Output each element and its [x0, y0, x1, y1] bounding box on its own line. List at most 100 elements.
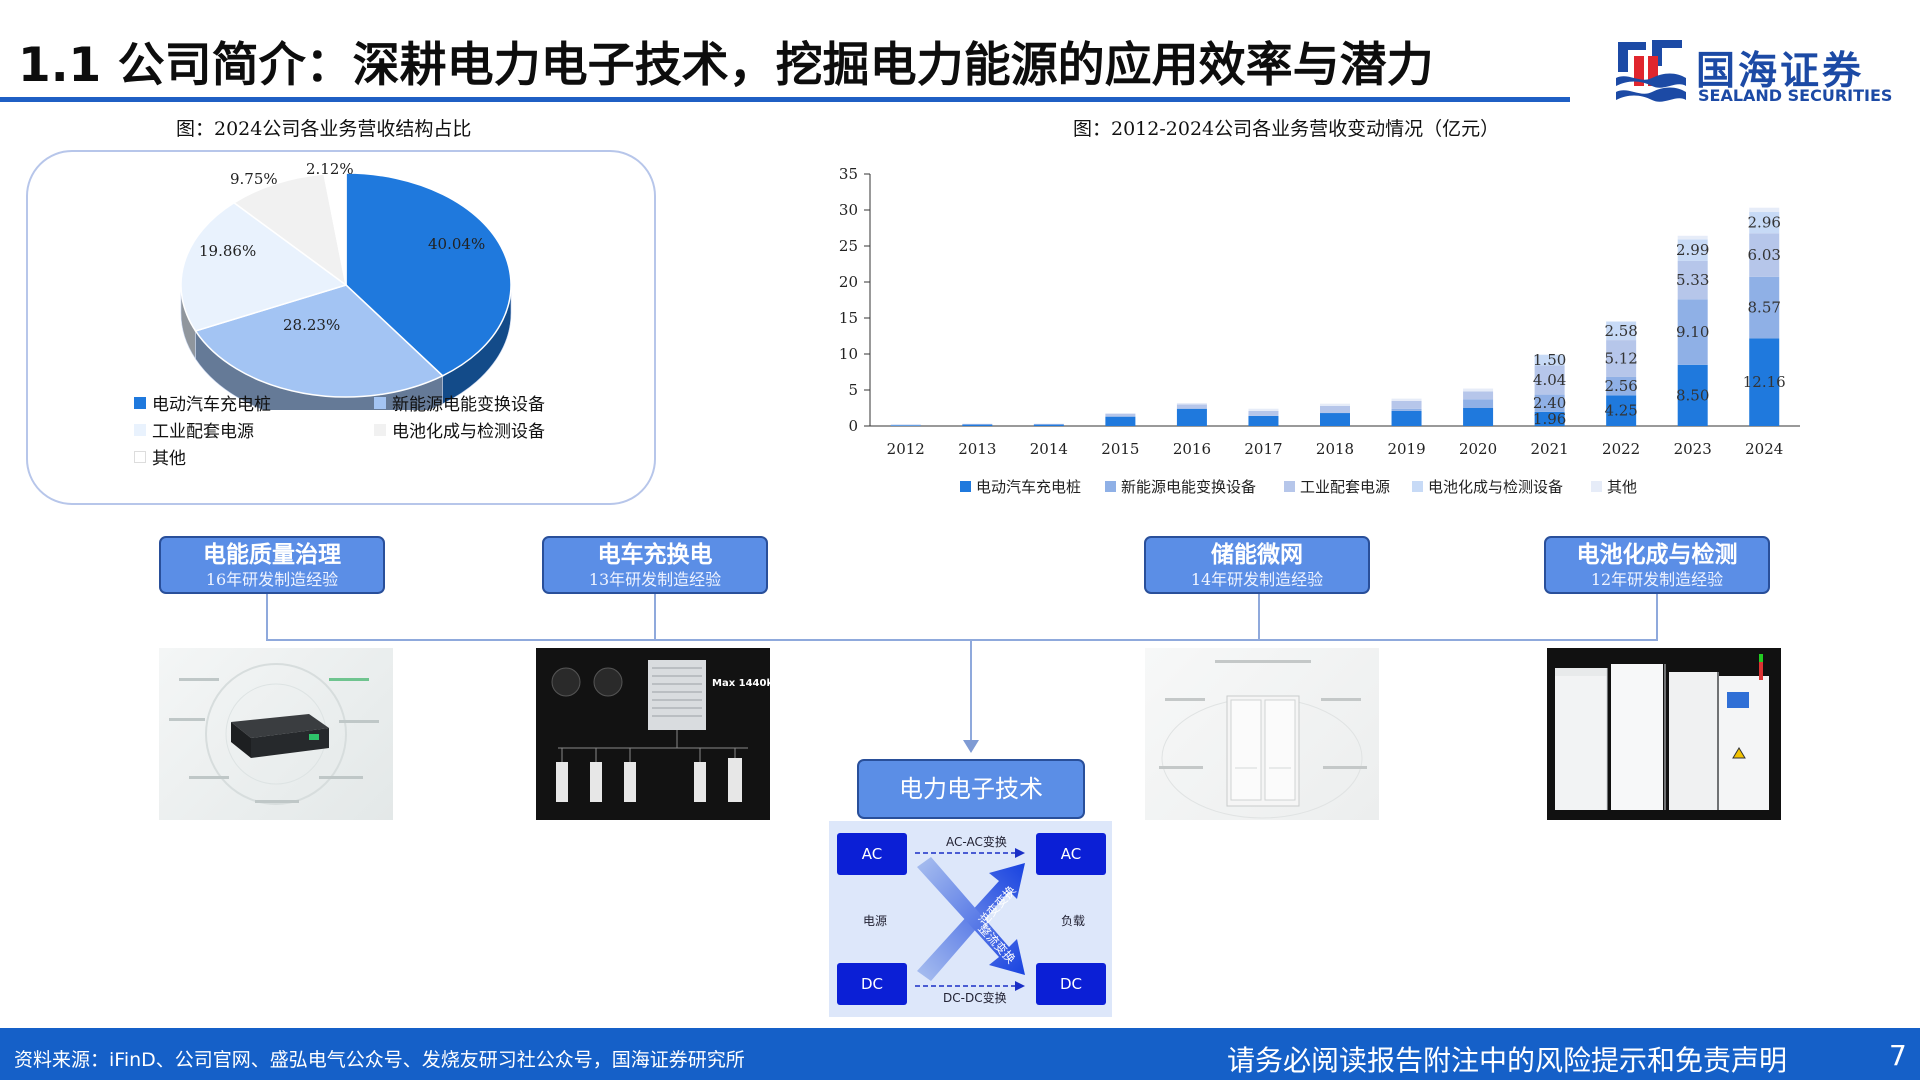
bar-value-label: 2.40: [1533, 394, 1566, 412]
bar-segment: [962, 423, 993, 425]
connector-line: [1258, 594, 1260, 640]
bar-value-label: 2.56: [1604, 377, 1637, 395]
x-tick-label: 2022: [1602, 440, 1640, 458]
ac-load-box: AC: [1036, 833, 1106, 875]
bar-segment: [1320, 405, 1350, 414]
bar-segment: [1534, 394, 1565, 412]
bar-segment: [1606, 376, 1637, 396]
bar-segment: [1176, 408, 1207, 426]
sealand-logo: 国海证券 SEALAND SECURITIES: [1612, 36, 1892, 106]
bar-segment: [1677, 299, 1708, 365]
bar-segment: [1391, 398, 1422, 401]
pie-slice: [194, 284, 444, 398]
down-arrow-icon: [963, 740, 979, 753]
dc-load-box: DC: [1036, 963, 1106, 1005]
legend-label: 电动汽车充电桩: [976, 478, 1081, 496]
ac-source-box: AC: [837, 833, 907, 875]
bar-segment: [1677, 364, 1708, 426]
bar-segment: [1463, 408, 1494, 426]
legend-swatch: [1105, 481, 1116, 492]
bar-value-label: 4.04: [1533, 371, 1566, 389]
legend-swatch: [1284, 481, 1295, 492]
x-tick-label: 2020: [1459, 440, 1497, 458]
bar-segment: [1606, 321, 1637, 341]
business-box-power-quality: 电能质量治理 16年研发制造经验: [159, 536, 385, 594]
bar-value-label: 1.50: [1533, 351, 1566, 369]
connector-line: [1656, 594, 1658, 640]
bar-value-label: 8.50: [1676, 386, 1709, 404]
pie-legend-other: 其他: [134, 444, 186, 469]
business-experience: 14年研发制造经验: [1190, 570, 1324, 589]
y-tick-label: 10: [839, 345, 858, 363]
pie-slice: [345, 172, 512, 377]
bar-segment: [962, 424, 993, 426]
connector-line: [654, 594, 656, 640]
ac-ac-label: AC-AC变换: [946, 835, 1007, 849]
bar-segment: [1749, 276, 1780, 339]
bar-segment: [1534, 354, 1565, 366]
product-image-storage: [1145, 648, 1379, 820]
bar-segment: [1391, 408, 1422, 411]
bar-value-label: 8.57: [1748, 299, 1781, 317]
business-name: 电车充换电: [597, 542, 713, 568]
bar-segment: [1105, 413, 1136, 414]
business-experience: 13年研发制造经验: [588, 570, 722, 589]
bar-value-label: 12.16: [1743, 373, 1786, 391]
pie-label-industrial: 19.86%: [199, 242, 257, 260]
x-tick-label: 2018: [1316, 440, 1354, 458]
x-tick-label: 2021: [1531, 440, 1569, 458]
load-label: 负载: [1061, 914, 1086, 928]
bar-segment: [1033, 423, 1064, 425]
business-box-storage: 储能微网 14年研发制造经验: [1144, 536, 1370, 594]
bar-segment: [1606, 340, 1637, 377]
charging-power-label: Max 1440kW: [712, 678, 770, 689]
legend-label: 其他: [1607, 478, 1637, 496]
y-tick-label: 25: [839, 237, 858, 255]
legend-swatch: [1591, 481, 1602, 492]
bar-segment: [1248, 408, 1279, 411]
bar-segment: [1463, 388, 1494, 392]
bar-segment: [1033, 424, 1064, 426]
pie-legend-battery: 电池化成与检测设备: [374, 417, 545, 442]
x-tick-label: 2016: [1173, 440, 1211, 458]
pie-slice: [180, 201, 348, 332]
page-title: 1.1 公司简介：深耕电力电子技术，挖掘电力能源的应用效率与潜力: [18, 38, 1434, 93]
bar-segment: [1463, 399, 1494, 408]
pie-legend-industrial: 工业配套电源: [134, 417, 254, 442]
page-number: 7: [1889, 1039, 1907, 1072]
x-tick-label: 2012: [887, 440, 925, 458]
logo-text-cn: 国海证券: [1696, 49, 1865, 94]
bar-segment: [890, 424, 921, 426]
bar-segment: [1463, 391, 1494, 400]
y-tick-label: 5: [848, 381, 858, 399]
footer-source: 资料来源：iFinD、公司官网、盛弘电气公众号、发烧友研习社公众号，国海证券研究…: [14, 1049, 745, 1071]
bar-segment: [1677, 235, 1708, 240]
product-image-battery: [1547, 648, 1781, 820]
bar-segment: [1105, 416, 1136, 426]
legend-swatch: [960, 481, 971, 492]
bar-segment: [1248, 410, 1279, 416]
bar-segment: [1248, 415, 1279, 426]
footer-disclaimer: 请务必阅读报告附注中的风险提示和免责声明: [1227, 1044, 1788, 1077]
bar-segment: [1320, 403, 1350, 406]
legend-swatch: [374, 396, 386, 409]
x-tick-label: 2019: [1387, 440, 1425, 458]
logo-text-en: SEALAND SECURITIES: [1698, 86, 1893, 105]
pie-legend-charging: 电动汽车充电桩: [134, 390, 271, 415]
legend-label: 工业配套电源: [1300, 478, 1390, 496]
product-image-charging: Max 1440kW: [536, 648, 770, 820]
pie-label-battery: 9.75%: [230, 170, 278, 188]
connector-line: [970, 640, 972, 742]
bar-segment: [1534, 365, 1565, 395]
apf-module-image: [169, 663, 379, 805]
bar-value-label: 5.33: [1676, 271, 1709, 289]
bar-segment: [1176, 402, 1207, 405]
legend-swatch: [134, 450, 146, 463]
x-tick-label: 2015: [1101, 440, 1139, 458]
dc-dc-label: DC-DC变换: [943, 991, 1007, 1005]
conversion-arrows: [915, 848, 1025, 991]
connector-line: [266, 594, 268, 640]
sealand-logo-icon: [1616, 40, 1686, 102]
bar-value-label: 5.12: [1604, 350, 1637, 368]
